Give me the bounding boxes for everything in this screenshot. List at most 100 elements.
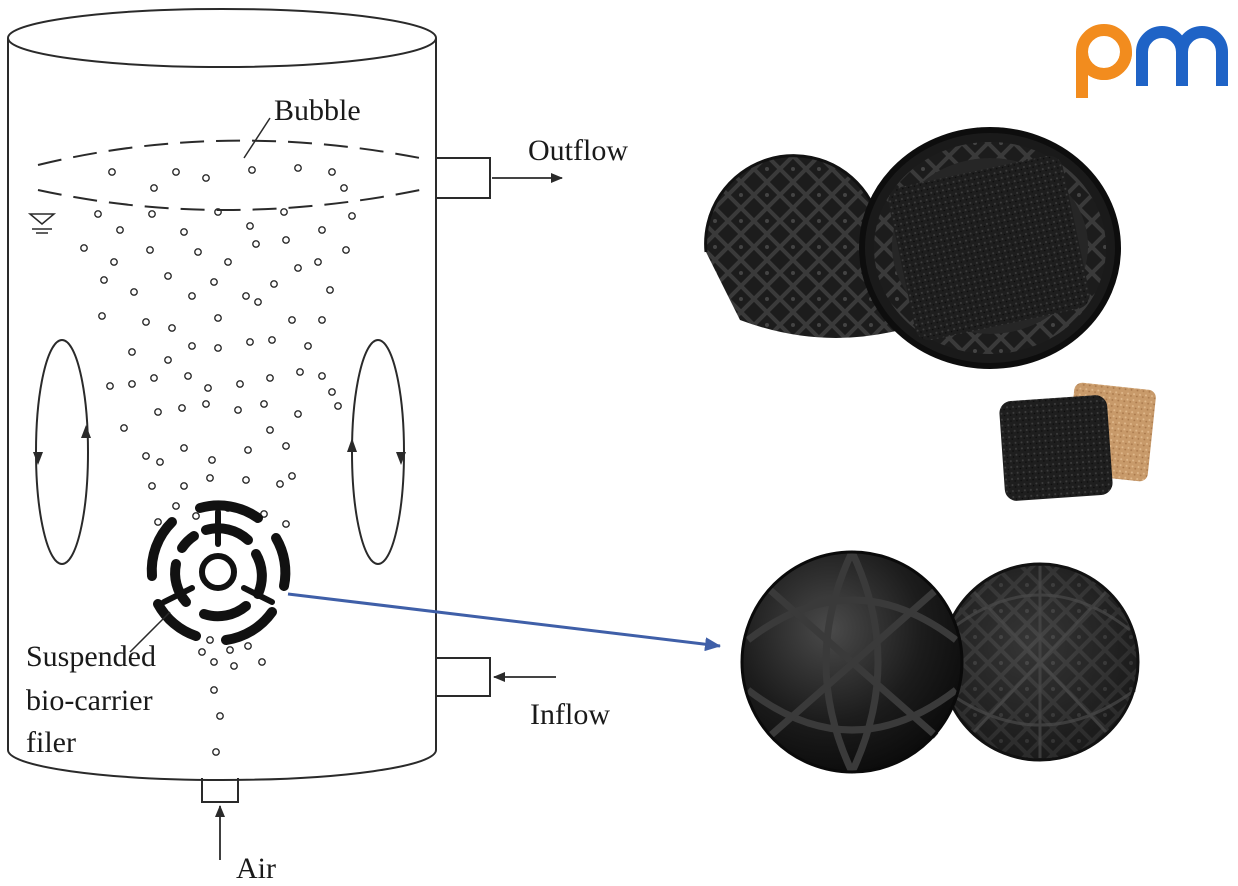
air-bubble (294, 164, 302, 172)
closed-carrier-balls-photo (740, 550, 1140, 774)
air-bubble (206, 636, 214, 644)
air-bubble (224, 258, 232, 266)
air-bubble (288, 316, 296, 324)
water-surface (37, 139, 421, 211)
air-bubble (148, 482, 156, 490)
air-bubble (342, 246, 350, 254)
outflow-label: Outflow (528, 134, 628, 167)
air-bubble (154, 408, 162, 416)
air-bubble (210, 658, 218, 666)
air-bubble (254, 298, 262, 306)
air-bubble (194, 248, 202, 256)
air-bubble (248, 166, 256, 174)
air-bubble (100, 276, 108, 284)
air-bubble (252, 240, 260, 248)
air-bubble (210, 686, 218, 694)
air-bubble (178, 404, 186, 412)
carrier-label-pointer (129, 611, 171, 653)
air-bubble (304, 342, 312, 350)
air-bubble (116, 226, 124, 234)
air-bubble (172, 502, 180, 510)
air-bubble (202, 400, 210, 408)
air-bubble (80, 244, 88, 252)
air-bubble (204, 384, 212, 392)
air-bubble (130, 288, 138, 296)
bubble-pointer-line (243, 117, 271, 159)
air-bubble (180, 444, 188, 452)
air-bubble (210, 278, 218, 286)
air-bubble (128, 348, 136, 356)
air-bubble (156, 458, 164, 466)
circulation-loop-left (33, 339, 91, 565)
air-bubble (246, 338, 254, 346)
air-bubble (214, 344, 222, 352)
air-bubble (266, 426, 274, 434)
reactor-vessel (7, 8, 437, 781)
air-bubble (108, 168, 116, 176)
air-bubble (172, 168, 180, 176)
air-bubble (242, 292, 250, 300)
water-level-symbol (27, 213, 57, 234)
air-bubble (258, 658, 266, 666)
air-bubble (234, 406, 242, 414)
air-bubbles (80, 164, 356, 756)
foam-sponges-photo (999, 382, 1156, 501)
open-carrier-ball-photo (704, 127, 1121, 369)
air-bubble (260, 400, 268, 408)
carrier-label-line1: Suspended (26, 640, 156, 673)
air-bubble (348, 212, 356, 220)
air-bubble (242, 476, 250, 484)
air-bubble (120, 424, 128, 432)
pm-logo (1076, 24, 1228, 98)
air-bubble (154, 518, 162, 526)
air-bubble (214, 314, 222, 322)
air-bubble (328, 168, 336, 176)
air-bubble (198, 648, 206, 656)
outflow-pipe (436, 157, 491, 199)
carrier-to-photo-arrow (287, 592, 721, 652)
air-bubble (294, 410, 302, 418)
air-bubble (212, 748, 220, 756)
air-bubble (226, 646, 234, 654)
air-bubble (282, 520, 290, 528)
air-bubble (98, 312, 106, 320)
air-bubble (208, 456, 216, 464)
air-bubble (188, 342, 196, 350)
air-bubble (236, 380, 244, 388)
suspended-carrier-icon (146, 500, 291, 645)
air-bubble (142, 318, 150, 326)
inflow-label: Inflow (530, 698, 610, 731)
air-bubble (216, 712, 224, 720)
air-bubble (184, 372, 192, 380)
air-bubble (146, 246, 154, 254)
air-bubble (296, 368, 304, 376)
air-bubble (288, 472, 296, 480)
air-bubble (148, 210, 156, 218)
air-label: Air (236, 852, 276, 885)
air-bubble (206, 474, 214, 482)
air-bubble (328, 388, 336, 396)
air-bubble (340, 184, 348, 192)
air-bubble (188, 292, 196, 300)
air-bubble (280, 208, 288, 216)
air-bubble (268, 336, 276, 344)
air-bubble (164, 272, 172, 280)
bubble-label: Bubble (274, 94, 361, 127)
air-bubble (94, 210, 102, 218)
air-bubble (202, 174, 210, 182)
air-bubble (282, 442, 290, 450)
air-bubble (244, 642, 252, 650)
air-bubble (142, 452, 150, 460)
air-bubble (128, 380, 136, 388)
air-inlet-pipe (201, 778, 239, 803)
carrier-label-line3: filer (26, 726, 76, 759)
air-bubble (276, 480, 284, 488)
air-bubble (230, 662, 238, 670)
air-bubble (246, 222, 254, 230)
carrier-label-line2: bio-carrier (26, 684, 153, 717)
air-bubble (214, 208, 222, 216)
air-bubble (150, 184, 158, 192)
inflow-pipe (436, 657, 491, 697)
air-bubble (164, 356, 172, 364)
